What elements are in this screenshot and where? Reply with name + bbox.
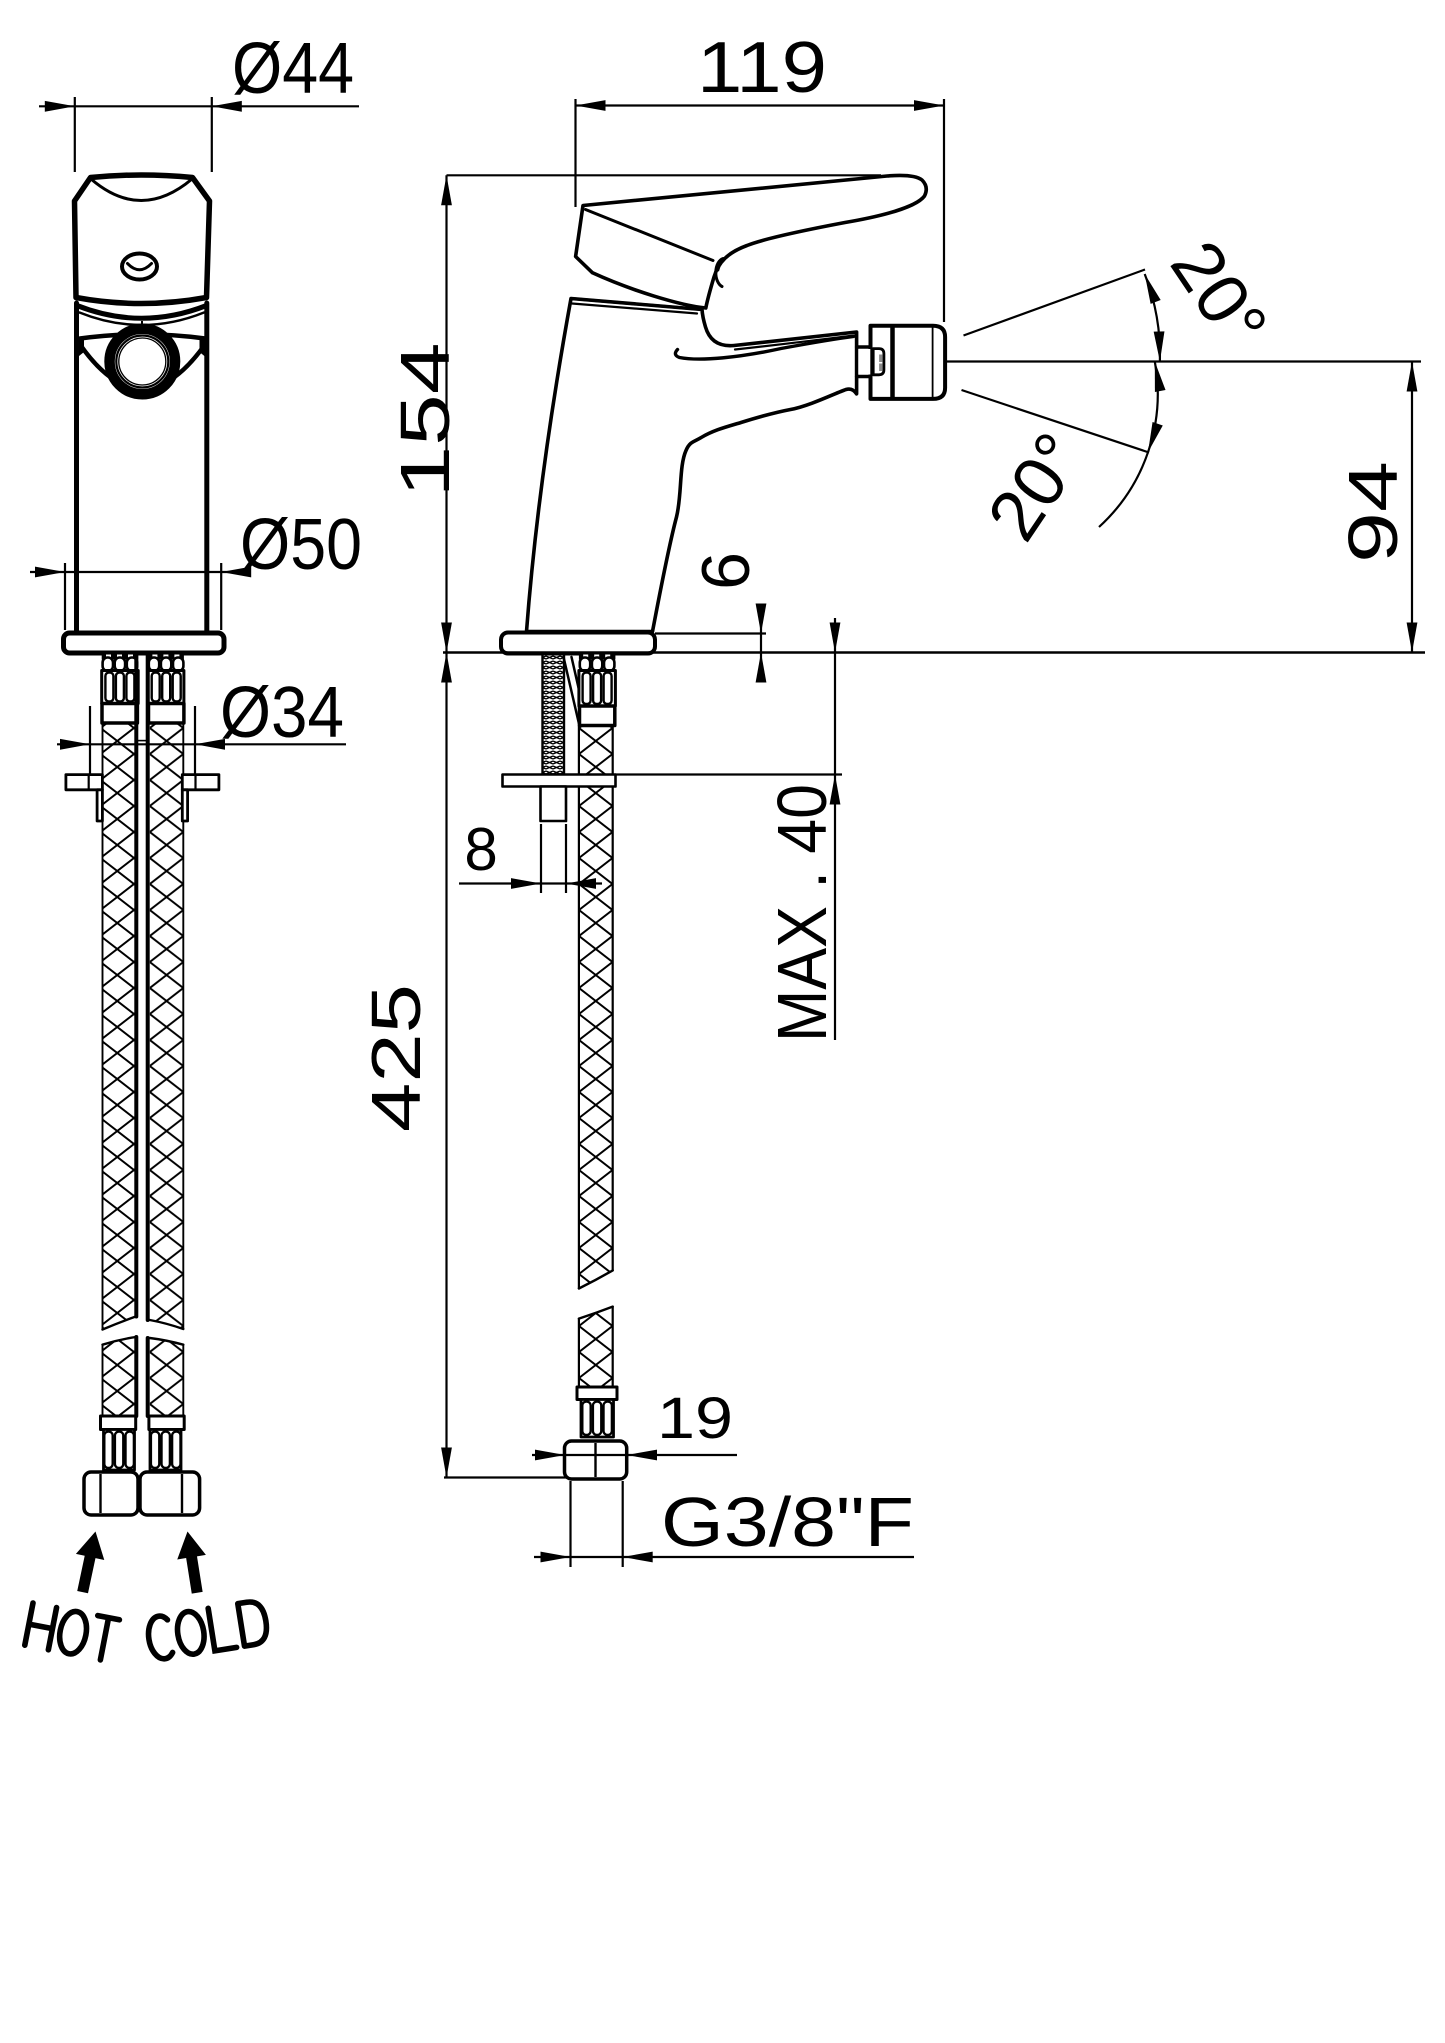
svg-text:154: 154 <box>386 343 464 498</box>
svg-text:6: 6 <box>688 552 764 590</box>
svg-text:Ø50: Ø50 <box>240 505 362 585</box>
svg-text:G3/8"F: G3/8"F <box>661 1483 914 1561</box>
svg-text:119: 119 <box>697 28 827 108</box>
svg-text:Ø34: Ø34 <box>220 673 344 753</box>
svg-text:425: 425 <box>357 984 435 1132</box>
svg-text:94: 94 <box>1334 461 1412 563</box>
svg-text:Ø44: Ø44 <box>232 29 354 109</box>
svg-text:19: 19 <box>657 1386 733 1451</box>
svg-text:8: 8 <box>464 816 497 883</box>
svg-text:MAX . 40: MAX . 40 <box>763 784 841 1042</box>
